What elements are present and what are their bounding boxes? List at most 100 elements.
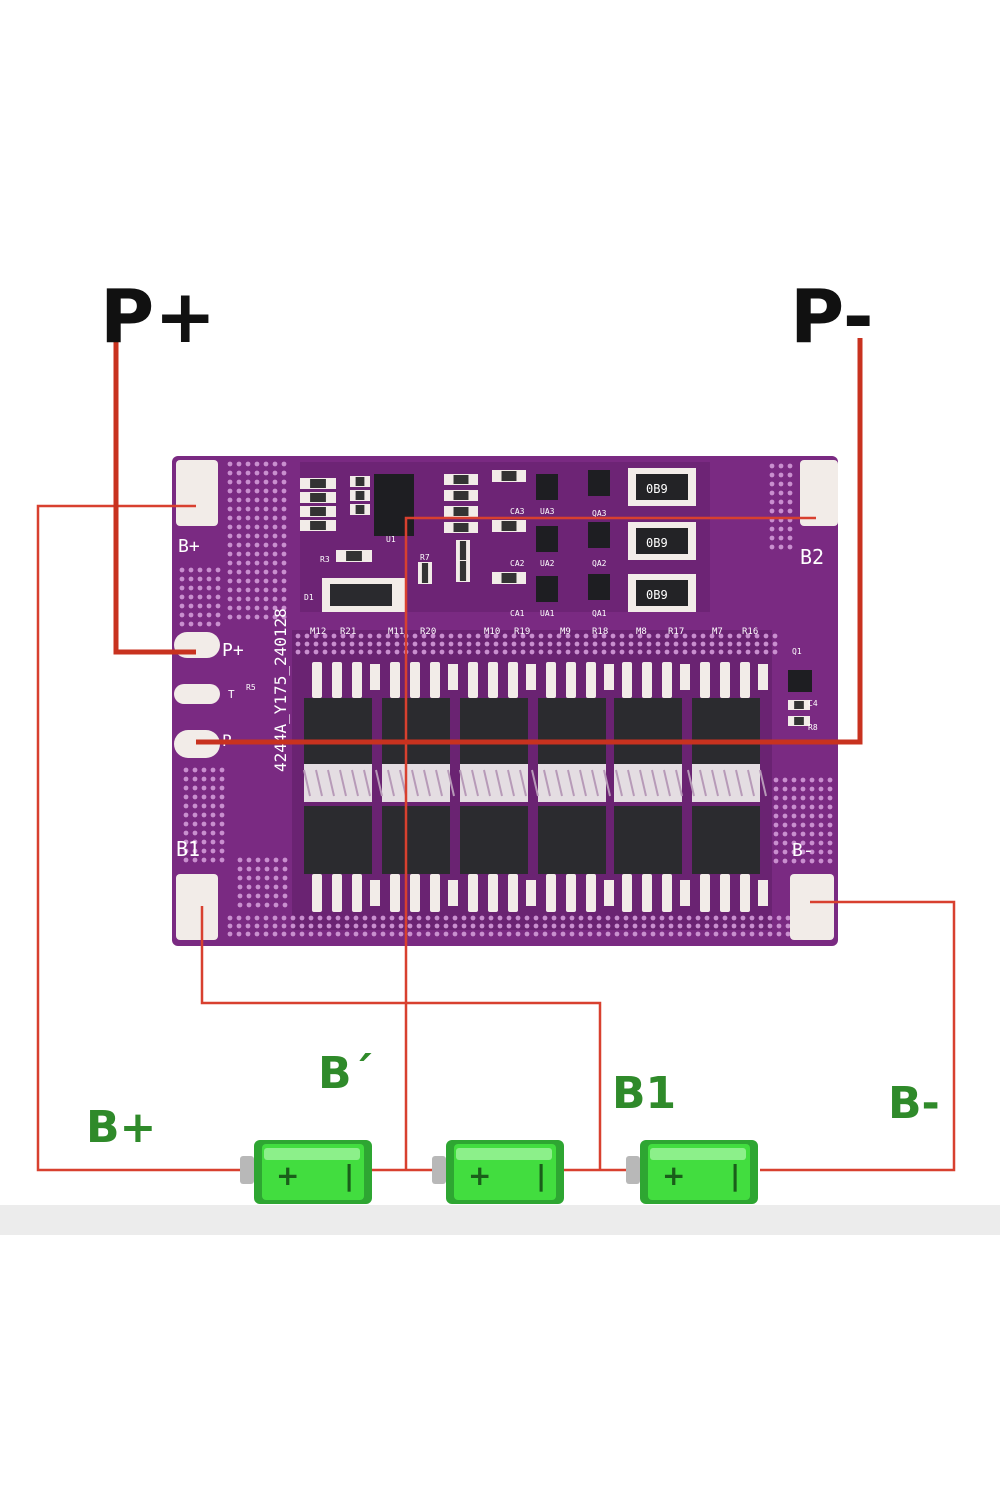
tab-hatch bbox=[495, 769, 503, 797]
via-dot bbox=[416, 923, 422, 929]
via-dot bbox=[215, 603, 221, 609]
via-dot bbox=[236, 506, 242, 512]
via-dot bbox=[183, 767, 189, 773]
via-dot bbox=[700, 633, 706, 639]
via-dot bbox=[236, 524, 242, 530]
via-dot bbox=[263, 488, 269, 494]
via-dot bbox=[515, 915, 521, 921]
tab-hatch bbox=[687, 769, 695, 797]
wire-b1 bbox=[200, 906, 602, 1170]
via-dot bbox=[484, 641, 490, 647]
ic-ref-label: CA3 bbox=[510, 507, 525, 516]
via-dot bbox=[430, 641, 436, 647]
ref-label: M7 bbox=[712, 627, 723, 637]
via-dot bbox=[273, 893, 279, 899]
via-dot bbox=[331, 641, 337, 647]
via-dot bbox=[637, 633, 643, 639]
via-dot bbox=[524, 931, 530, 937]
via-dot bbox=[272, 578, 278, 584]
mosfet-lead bbox=[468, 874, 478, 912]
via-dot bbox=[677, 931, 683, 937]
via-dot bbox=[201, 776, 207, 782]
via-dot bbox=[538, 649, 544, 655]
via-dot bbox=[326, 915, 332, 921]
via-dot bbox=[227, 587, 233, 593]
sot-ic bbox=[588, 522, 610, 548]
via-dot bbox=[800, 858, 806, 864]
via-dot bbox=[758, 923, 764, 929]
tab-hatch bbox=[639, 769, 647, 797]
ic-ref-label: QA2 bbox=[592, 559, 607, 568]
tab-hatch bbox=[747, 769, 755, 797]
via-dot bbox=[299, 931, 305, 937]
via-dot bbox=[255, 857, 261, 863]
via-dot bbox=[322, 633, 328, 639]
via-dot bbox=[281, 551, 287, 557]
via-dot bbox=[349, 633, 355, 639]
via-dot bbox=[520, 649, 526, 655]
ic-ref-label: C4 bbox=[808, 699, 818, 708]
via-dot bbox=[773, 786, 779, 792]
via-dot bbox=[255, 902, 261, 908]
via-dot bbox=[206, 576, 212, 582]
via-dot bbox=[398, 915, 404, 921]
tab-hatch bbox=[519, 769, 527, 797]
via-dot bbox=[542, 923, 548, 929]
via-dot bbox=[709, 641, 715, 647]
via-dot bbox=[236, 578, 242, 584]
via-dot bbox=[227, 515, 233, 521]
via-dot bbox=[767, 923, 773, 929]
via-dot bbox=[227, 923, 233, 929]
via-dot bbox=[533, 915, 539, 921]
via-dot bbox=[335, 923, 341, 929]
via-dot bbox=[745, 649, 751, 655]
via-dot bbox=[772, 641, 778, 647]
via-dot bbox=[263, 551, 269, 557]
tab-hatch bbox=[447, 769, 455, 797]
via-dot bbox=[179, 621, 185, 627]
sot-ic bbox=[588, 574, 610, 600]
via-dot bbox=[236, 479, 242, 485]
via-dot bbox=[273, 866, 279, 872]
mosfet-lower-4 bbox=[538, 806, 606, 874]
via-dot bbox=[371, 931, 377, 937]
via-dot bbox=[421, 641, 427, 647]
via-dot bbox=[188, 621, 194, 627]
via-dot bbox=[254, 931, 260, 937]
via-dot bbox=[565, 633, 571, 639]
via-dot bbox=[263, 497, 269, 503]
via-dot bbox=[778, 508, 784, 514]
via-dot bbox=[754, 633, 760, 639]
via-dot bbox=[511, 641, 517, 647]
via-dot bbox=[769, 535, 775, 541]
via-dot bbox=[272, 923, 278, 929]
via-dot bbox=[254, 497, 260, 503]
silk-b2: B2 bbox=[800, 545, 824, 569]
via-dot bbox=[800, 786, 806, 792]
smd-body bbox=[310, 521, 326, 530]
via-dot bbox=[272, 506, 278, 512]
via-dot bbox=[254, 923, 260, 929]
via-dot bbox=[264, 893, 270, 899]
via-dot bbox=[281, 614, 287, 620]
via-dot bbox=[313, 641, 319, 647]
via-dot bbox=[583, 641, 589, 647]
via-dot bbox=[245, 506, 251, 512]
via-dot bbox=[727, 649, 733, 655]
mosfet-lead bbox=[352, 874, 362, 912]
via-dot bbox=[281, 560, 287, 566]
via-dot bbox=[254, 551, 260, 557]
tab-hatch bbox=[351, 769, 359, 797]
tab-hatch bbox=[435, 769, 443, 797]
mosfet-lead bbox=[740, 874, 750, 912]
via-dot bbox=[623, 931, 629, 937]
gate-resistor bbox=[604, 664, 614, 690]
gate-resistor bbox=[758, 880, 768, 906]
via-dot bbox=[628, 641, 634, 647]
via-dot bbox=[800, 840, 806, 846]
mosfet-lead bbox=[508, 662, 518, 698]
mosfet-lower-6 bbox=[692, 806, 760, 874]
via-dot bbox=[281, 587, 287, 593]
via-dot bbox=[227, 578, 233, 584]
battery-plus-sign: + bbox=[468, 1159, 491, 1192]
